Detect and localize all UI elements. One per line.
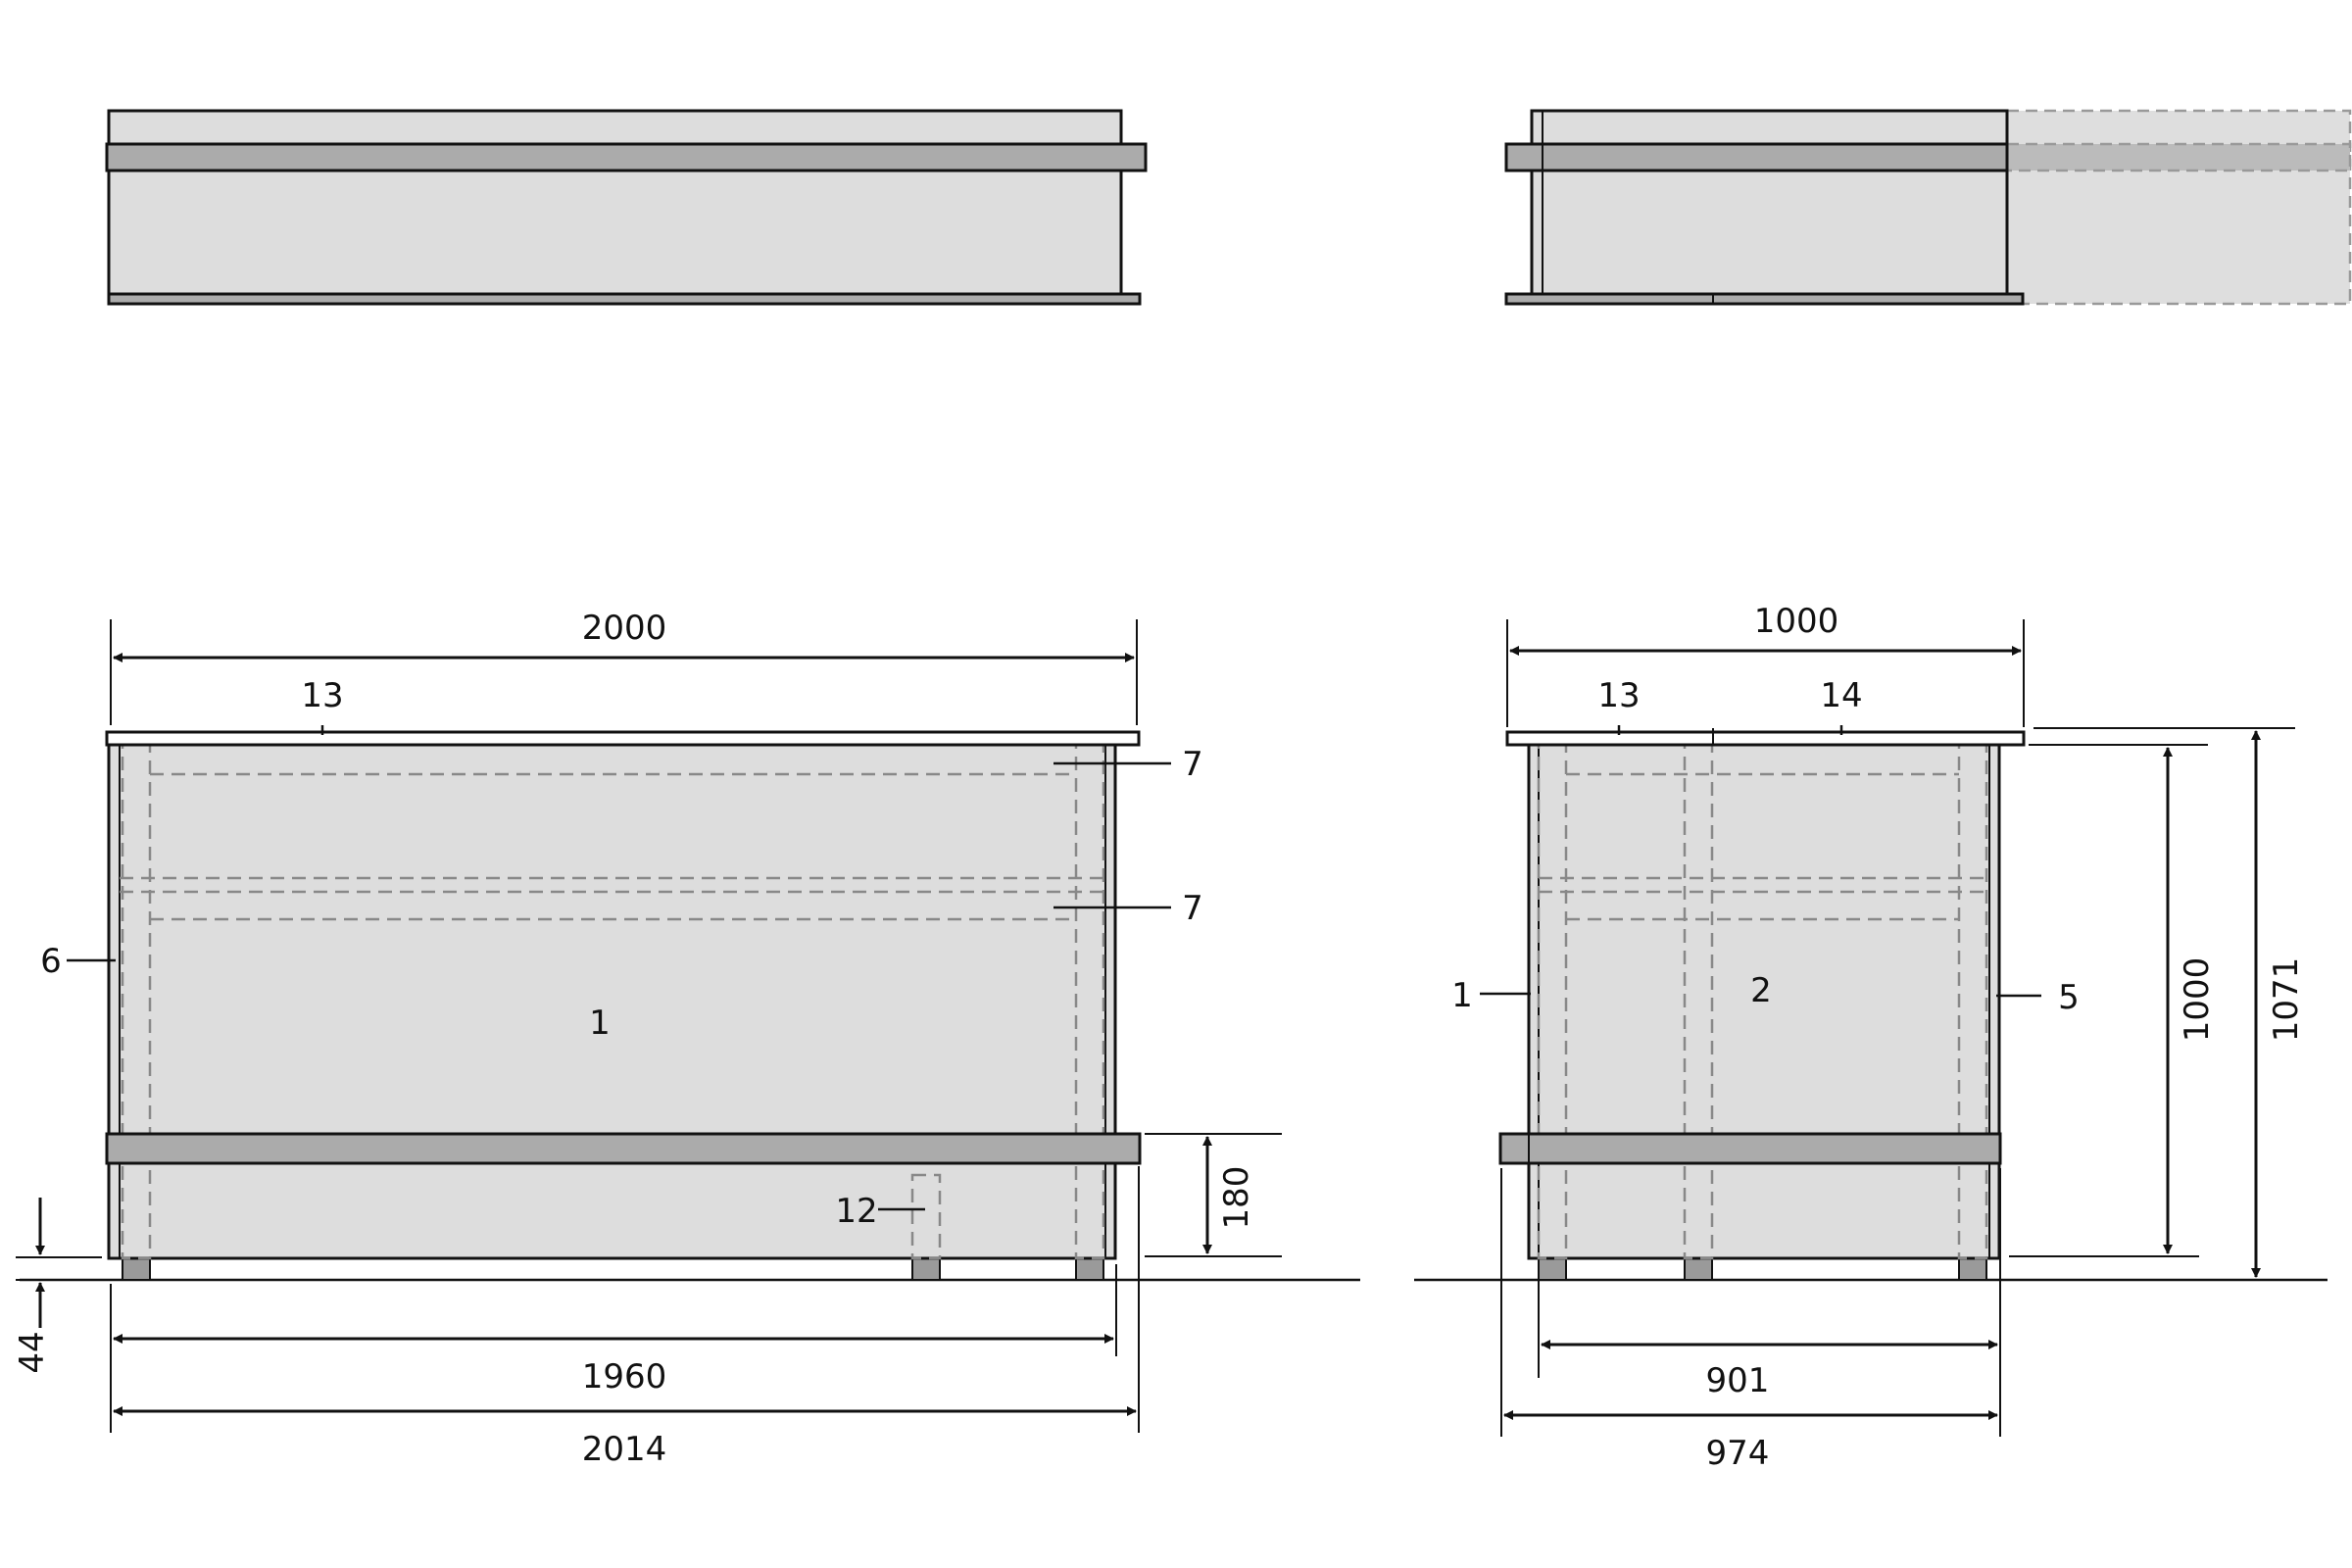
top-view-front [105, 109, 1148, 306]
top-view-side-base [1504, 292, 2025, 306]
side-callout-1: 1 [1451, 976, 1473, 1015]
side-top-cover [1505, 730, 2026, 747]
front-dim-2000-label: 2000 [582, 609, 667, 648]
top-view-side-body [1530, 169, 2009, 296]
front-callout-7-top: 7 [1182, 745, 1203, 784]
front-dim-44-label: 44 [13, 1331, 52, 1373]
top-view-side-ghost-body [2005, 109, 2352, 306]
front-dim-1960-label: 1960 [582, 1357, 667, 1396]
side-rail [1498, 1132, 2002, 1165]
side-foot-right [1958, 1257, 1987, 1281]
side-callout-13: 13 [1597, 676, 1640, 715]
front-rail [105, 1132, 1142, 1165]
front-hidden-inner-post [910, 1173, 942, 1260]
side-foot-left [1538, 1257, 1567, 1281]
front-body-panel [107, 743, 1117, 1260]
front-callout-6: 6 [40, 942, 62, 981]
top-view-side-rail [1504, 142, 2009, 172]
side-elevation: 1000 901 974 1000 1071 13 14 1 2 5 [1414, 602, 2328, 1473]
side-dim-1000h-label: 1000 [2178, 957, 2217, 1043]
side-dim-1071-label: 1071 [2267, 957, 2306, 1043]
side-callout-5: 5 [2058, 978, 2080, 1017]
side-callout-14: 14 [1820, 676, 1862, 715]
side-dim-901-label: 901 [1706, 1361, 1770, 1400]
front-dim-180-label: 180 [1217, 1166, 1256, 1230]
side-dim-1000w-label: 1000 [1754, 602, 1839, 641]
top-view-front-body [107, 169, 1123, 296]
front-callout-1: 1 [589, 1004, 611, 1043]
front-callout-7-mid: 7 [1182, 889, 1203, 928]
front-dim-2014-label: 2014 [582, 1430, 667, 1469]
top-view-side-ghost-rail [2005, 142, 2352, 172]
side-dim-974-label: 974 [1706, 1434, 1770, 1473]
front-callout-12: 12 [835, 1192, 877, 1231]
front-foot-left [122, 1257, 151, 1281]
top-view-front-rail [105, 142, 1148, 172]
front-foot-middle [911, 1257, 941, 1281]
side-callout-2: 2 [1750, 971, 1772, 1010]
front-elevation: 2000 1960 2014 180 44 13 7 7 6 1 12 [13, 609, 1360, 1469]
front-callout-13: 13 [301, 676, 343, 715]
top-view-side-lid [1530, 109, 2009, 146]
top-view-side [1504, 109, 2352, 306]
top-view-front-base [107, 292, 1142, 306]
side-foot-middle [1684, 1257, 1713, 1281]
front-foot-right [1075, 1257, 1104, 1281]
top-view-front-lid [107, 109, 1123, 146]
side-body-panel [1527, 743, 2001, 1260]
front-top-cover [105, 730, 1141, 747]
